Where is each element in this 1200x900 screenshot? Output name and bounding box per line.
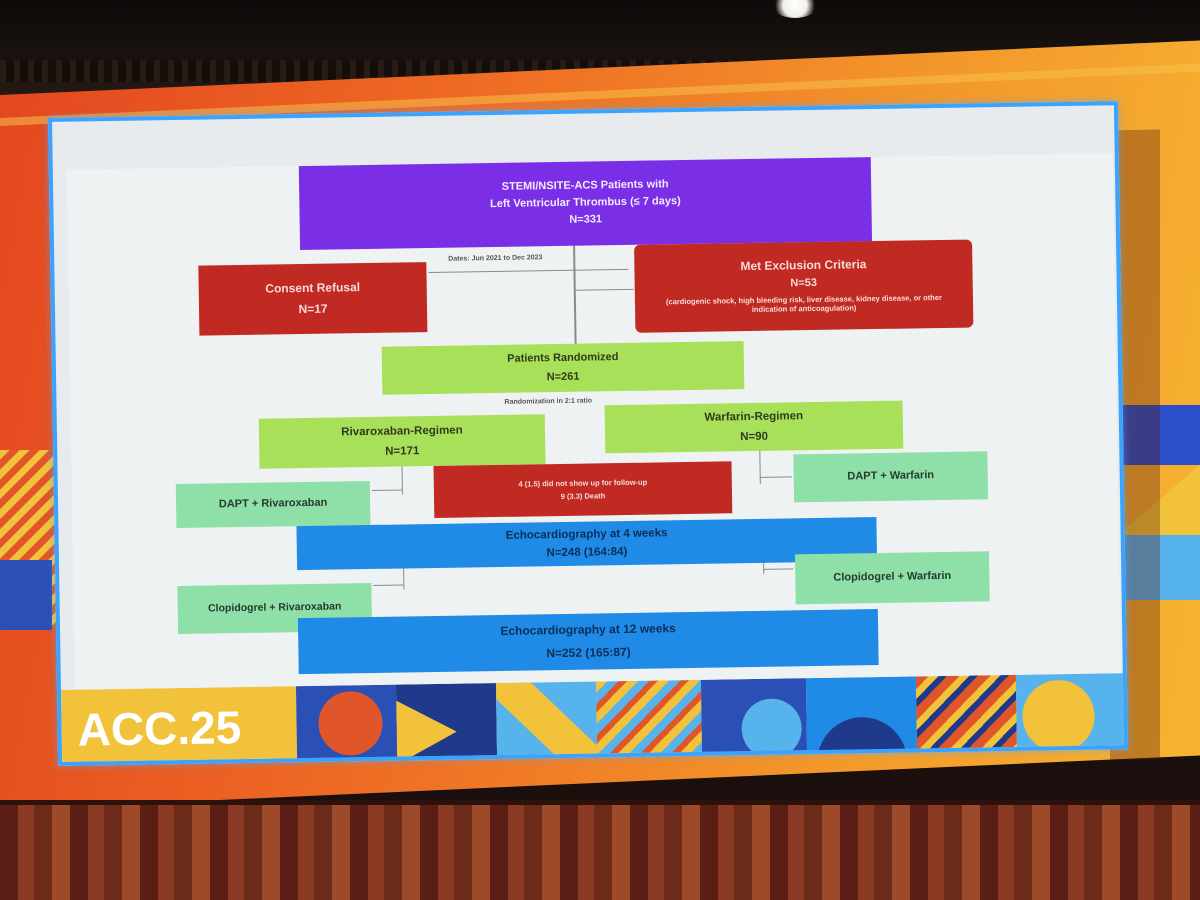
- randomization-note: Randomization in 2:1 ratio: [504, 397, 593, 406]
- consent-refusal-box: Consent Refusal N=17: [198, 262, 428, 336]
- spotlight: [772, 0, 818, 18]
- exclusion-criteria-box: Met Exclusion Criteria N=53 (cardiogenic…: [634, 239, 974, 333]
- footer-yellow-diagonal: [496, 681, 597, 763]
- footer-tile-blue: [295, 684, 398, 766]
- lost-line1: 4 (1.5) did not show up for follow-up: [518, 477, 648, 489]
- footer-tile-stripes: [595, 679, 703, 762]
- rivaroxaban-count: N=171: [385, 445, 420, 458]
- echo12-title: Echocardiography at 12 weeks: [500, 621, 676, 638]
- warfarin-count: N=90: [740, 430, 769, 444]
- dapt-rivaroxaban-box: DAPT + Rivaroxaban: [175, 480, 371, 529]
- warfarin-regimen-box: Warfarin-Regimen N=90: [604, 400, 904, 454]
- echo4-count: N=248 (164:84): [546, 545, 628, 560]
- connector-dapt-rivaroxaban: [371, 489, 402, 491]
- randomized-box: Patients Randomized N=261: [381, 341, 745, 395]
- acc-logo: ACC.25: [60, 686, 298, 766]
- rivaroxaban-title: Rivaroxaban-Regimen: [341, 424, 463, 439]
- footer-tile-blue-3: [805, 676, 918, 766]
- footer-tile-light-blue: [495, 681, 598, 764]
- echo4-title: Echocardiography at 4 weeks: [505, 526, 668, 542]
- stage-curtain: [0, 805, 1200, 900]
- warfarin-title: Warfarin-Regimen: [704, 409, 804, 424]
- footer-tile-stripes-2: [915, 674, 1018, 757]
- enrollment-line1: STEMI/NSITE-ACS Patients with: [501, 178, 669, 194]
- randomized-count: N=261: [546, 370, 580, 383]
- consent-refusal-count: N=17: [298, 301, 328, 317]
- exclusion-detail: (cardiogenic shock, high bleeding risk, …: [665, 292, 942, 315]
- connector-to-exclusion: [573, 288, 634, 291]
- connector-clopidogrel-warfarin: [763, 568, 794, 570]
- flowchart-slide: STEMI/NSITE-ACS Patients with Left Ventr…: [66, 153, 1121, 690]
- exclusion-title: Met Exclusion Criteria: [740, 257, 867, 274]
- echo-4-weeks-box: Echocardiography at 4 weeks N=248 (164:8…: [296, 517, 878, 571]
- clopidogrel-warfarin-label: Clopidogrel + Warfarin: [833, 569, 952, 584]
- footer-orange-circle: [318, 690, 384, 756]
- exclusion-count: N=53: [790, 277, 818, 290]
- footer-yellow-triangle: [396, 683, 497, 765]
- footer-yellow-circle: [1021, 679, 1096, 753]
- left-blue-block: [0, 560, 52, 630]
- enrollment-line2: Left Ventricular Thrombus (≤ 7 days): [489, 195, 681, 211]
- acc-logo-text: ACC.25: [77, 701, 242, 756]
- echo-12-weeks-box: Echocardiography at 12 weeks N=252 (165:…: [297, 609, 879, 675]
- consent-refusal-title: Consent Refusal: [265, 280, 361, 296]
- dates-note: Dates: Jun 2021 to Dec 2023: [448, 254, 543, 263]
- lost-line2: 9 (3.3) Death: [560, 491, 606, 501]
- clopidogrel-warfarin-box: Clopidogrel + Warfarin: [794, 551, 990, 605]
- connector-main-vertical: [572, 239, 577, 350]
- connector-dapt-warfarin: [759, 476, 792, 478]
- clopidogrel-rivaroxaban-label: Clopidogrel + Rivaroxaban: [207, 600, 342, 615]
- rivaroxaban-regimen-box: Rivaroxaban-Regimen N=171: [258, 414, 546, 469]
- right-blue-block: [1118, 405, 1200, 465]
- connector-to-consent: [428, 268, 629, 274]
- footer-tile-navy: [395, 683, 498, 765]
- footer-tile-light-blue-2: [1015, 673, 1129, 755]
- randomized-title: Patients Randomized: [507, 350, 619, 365]
- enrollment-count: N=331: [569, 213, 603, 226]
- right-light-blue-block: [1118, 535, 1200, 600]
- connector-clopidogrel-rivaroxaban: [373, 584, 404, 586]
- footer-light-blue-circle: [741, 698, 803, 760]
- lost-to-followup-box: 4 (1.5) did not show up for follow-up 9 …: [433, 461, 733, 518]
- enrollment-box: STEMI/NSITE-ACS Patients with Left Ventr…: [298, 157, 873, 251]
- dapt-warfarin-label: DAPT + Warfarin: [847, 469, 935, 483]
- dapt-rivaroxaban-label: DAPT + Rivaroxaban: [218, 496, 328, 511]
- dapt-warfarin-box: DAPT + Warfarin: [793, 451, 989, 503]
- echo12-count: N=252 (165:87): [546, 644, 631, 661]
- projection-screen: STEMI/NSITE-ACS Patients with Left Ventr…: [48, 101, 1129, 766]
- footer-tile-blue-2: [700, 678, 808, 760]
- right-geometric-decoration: [1118, 405, 1200, 600]
